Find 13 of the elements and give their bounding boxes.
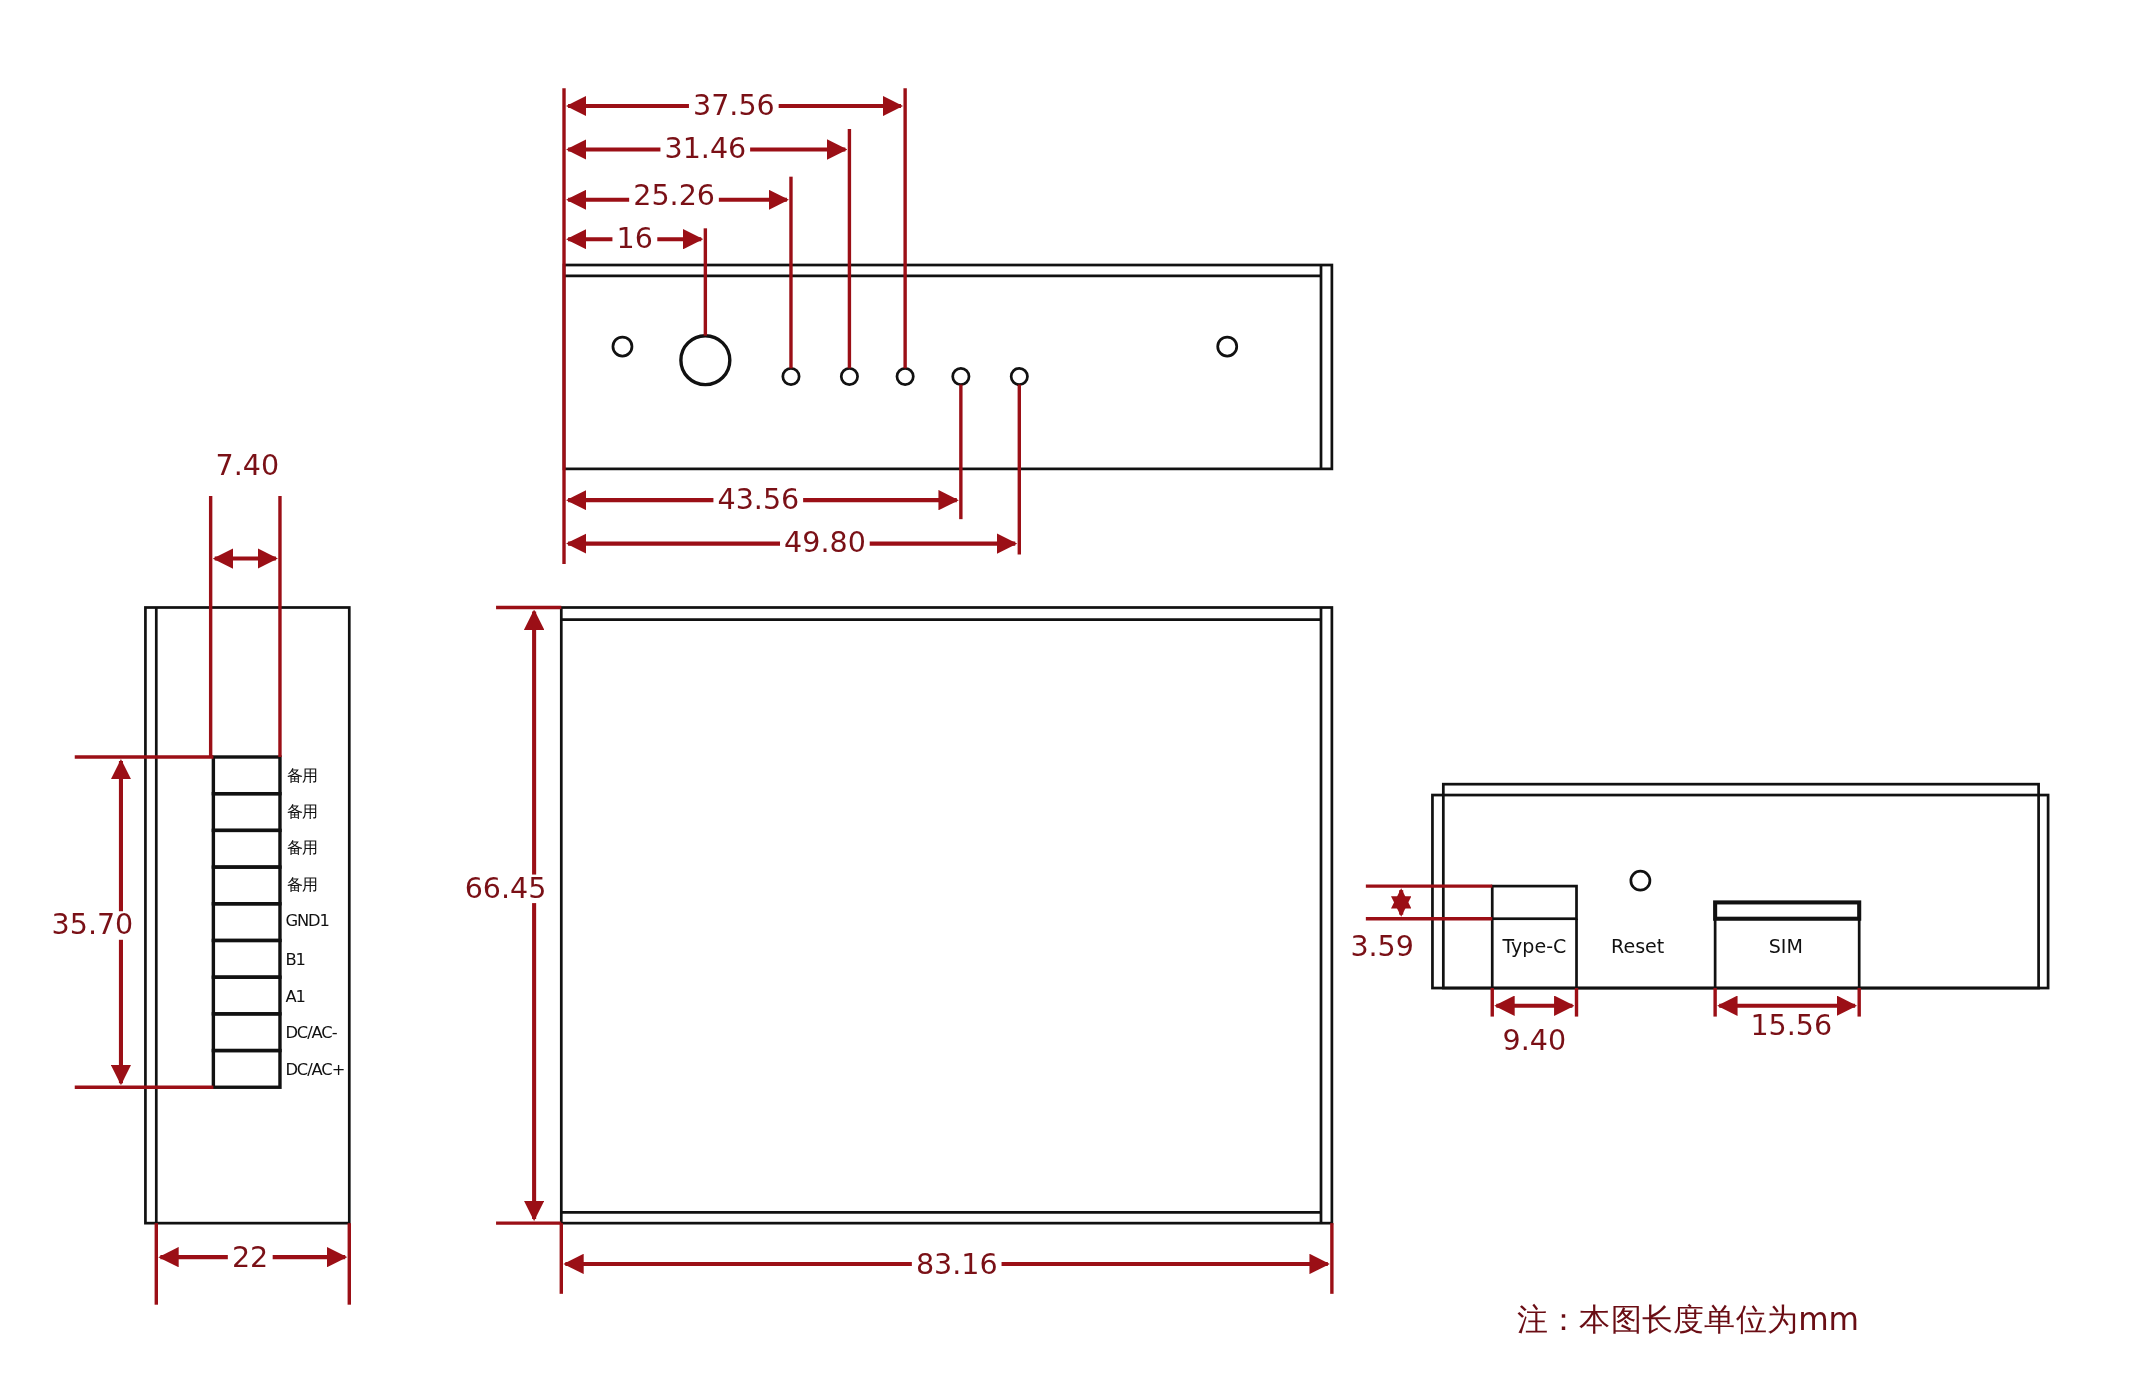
- part-label: SIM: [1768, 936, 1803, 956]
- pin-label: A1: [285, 988, 305, 1005]
- pin-label: 备用: [286, 803, 318, 820]
- pin-label: 备用: [286, 876, 318, 893]
- pin-label: 备用: [286, 839, 318, 857]
- part-label: Reset: [1611, 936, 1665, 956]
- pin-label: GND1: [285, 911, 329, 929]
- note-text: 注：本图长度单位为mm: [1516, 1304, 1860, 1336]
- part-label: Type-C: [1502, 936, 1567, 956]
- pin-label: B1: [285, 951, 305, 968]
- pin-label: DC/AC-: [285, 1024, 337, 1042]
- pin-label: DC/AC+: [285, 1061, 345, 1078]
- pin-label: 备用: [286, 767, 318, 785]
